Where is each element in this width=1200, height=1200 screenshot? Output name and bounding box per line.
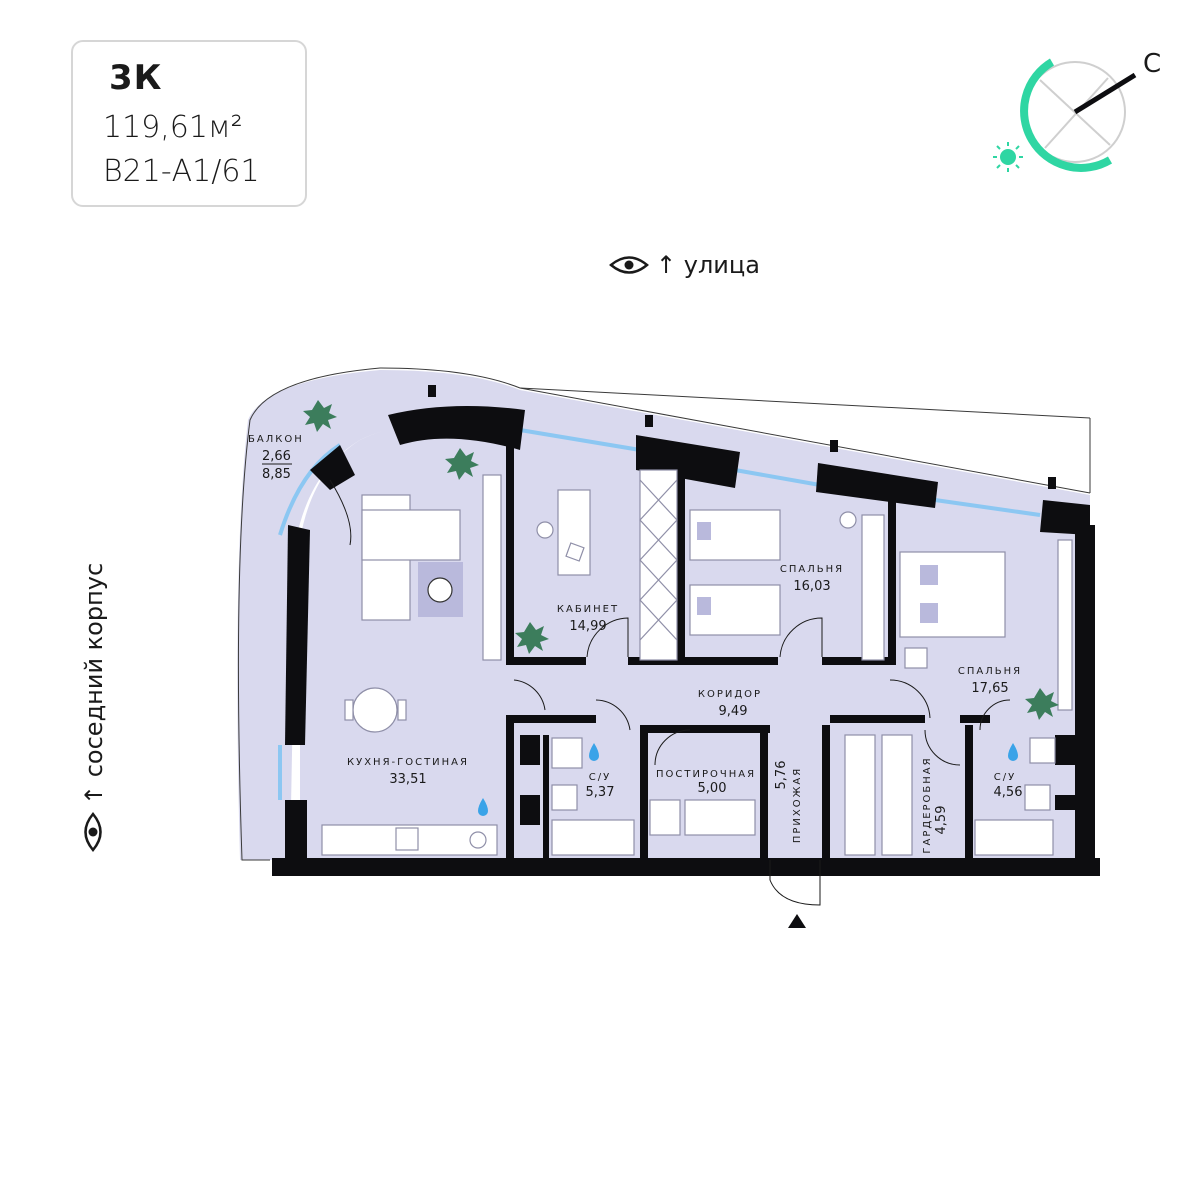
room-bathroom-2: С/У 4,56	[994, 772, 1023, 800]
room-area: 4,56	[994, 785, 1023, 800]
room-name: С/У	[994, 772, 1016, 783]
apartment-type: 3К	[109, 58, 163, 98]
apartment-code: В21-А1/61	[103, 154, 260, 189]
room-bedroom-2: СПАЛЬНЯ 17,65	[958, 666, 1022, 696]
compass-icon: С	[1020, 49, 1161, 172]
room-balcony: БАЛКОН 2,66 8,85	[248, 434, 304, 482]
room-name: ГАРДЕРОБНАЯ	[922, 756, 933, 853]
room-area: 5,00	[698, 781, 727, 796]
room-kitchen-living: КУХНЯ-ГОСТИНАЯ 33,51	[347, 757, 469, 787]
room-study: КАБИНЕТ 14,99	[557, 604, 619, 634]
outer-walls	[272, 385, 1100, 876]
apartment-info-card: 3К 119,61м² В21-А1/61	[71, 40, 307, 207]
room-area: 5,76	[774, 761, 789, 790]
eye-icon	[84, 812, 102, 852]
plant-icon	[303, 400, 1059, 720]
room-area: 16,03	[793, 579, 830, 594]
glazing	[519, 428, 1041, 517]
room-name: СПАЛЬНЯ	[958, 666, 1022, 677]
doors	[329, 479, 1011, 906]
room-name: БАЛКОН	[248, 434, 304, 445]
room-hallway: ПРИХОЖАЯ 5,76	[774, 761, 803, 844]
view-neighbor-label: ↑ соседний корпус	[80, 563, 108, 805]
room-name: ПОСТИРОЧНАЯ	[656, 769, 756, 780]
room-corridor: КОРИДОР 9,49	[698, 689, 762, 719]
view-street-label: ↑ улица	[656, 251, 760, 279]
view-neighbor: ↑ соседний корпус	[80, 563, 108, 852]
room-name: ПРИХОЖАЯ	[792, 767, 803, 843]
eye-icon	[609, 256, 649, 274]
room-name: С/У	[589, 772, 611, 783]
room-bedroom-1: СПАЛЬНЯ 16,03	[780, 564, 844, 594]
room-bathroom-1: С/У 5,37	[586, 772, 615, 800]
room-area: 14,99	[569, 619, 606, 634]
room-name: КАБИНЕТ	[557, 604, 619, 615]
room-laundry: ПОСТИРОЧНАЯ 5,00	[656, 769, 756, 796]
room-wardrobe: ГАРДЕРОБНАЯ 4,59	[922, 756, 949, 853]
view-street: ↑ улица	[609, 251, 760, 279]
room-area: 9,49	[719, 704, 748, 719]
room-area: 5,37	[586, 785, 615, 800]
room-area: 8,85	[262, 467, 291, 482]
room-area: 4,59	[934, 806, 949, 835]
room-name: КОРИДОР	[698, 689, 762, 700]
sun-icon	[993, 142, 1023, 172]
room-name: КУХНЯ-ГОСТИНАЯ	[347, 757, 469, 768]
room-area: 2,66	[262, 449, 291, 464]
water-drop-icon	[478, 743, 1018, 816]
compass-north-label: С	[1143, 49, 1161, 79]
apartment-area: 119,61м²	[103, 110, 243, 145]
furniture	[321, 469, 1073, 856]
room-name: СПАЛЬНЯ	[780, 564, 844, 575]
interior-walls	[506, 445, 1075, 860]
room-area: 33,51	[389, 772, 426, 787]
entrance-arrow-icon	[788, 914, 806, 928]
room-area: 17,65	[971, 681, 1008, 696]
